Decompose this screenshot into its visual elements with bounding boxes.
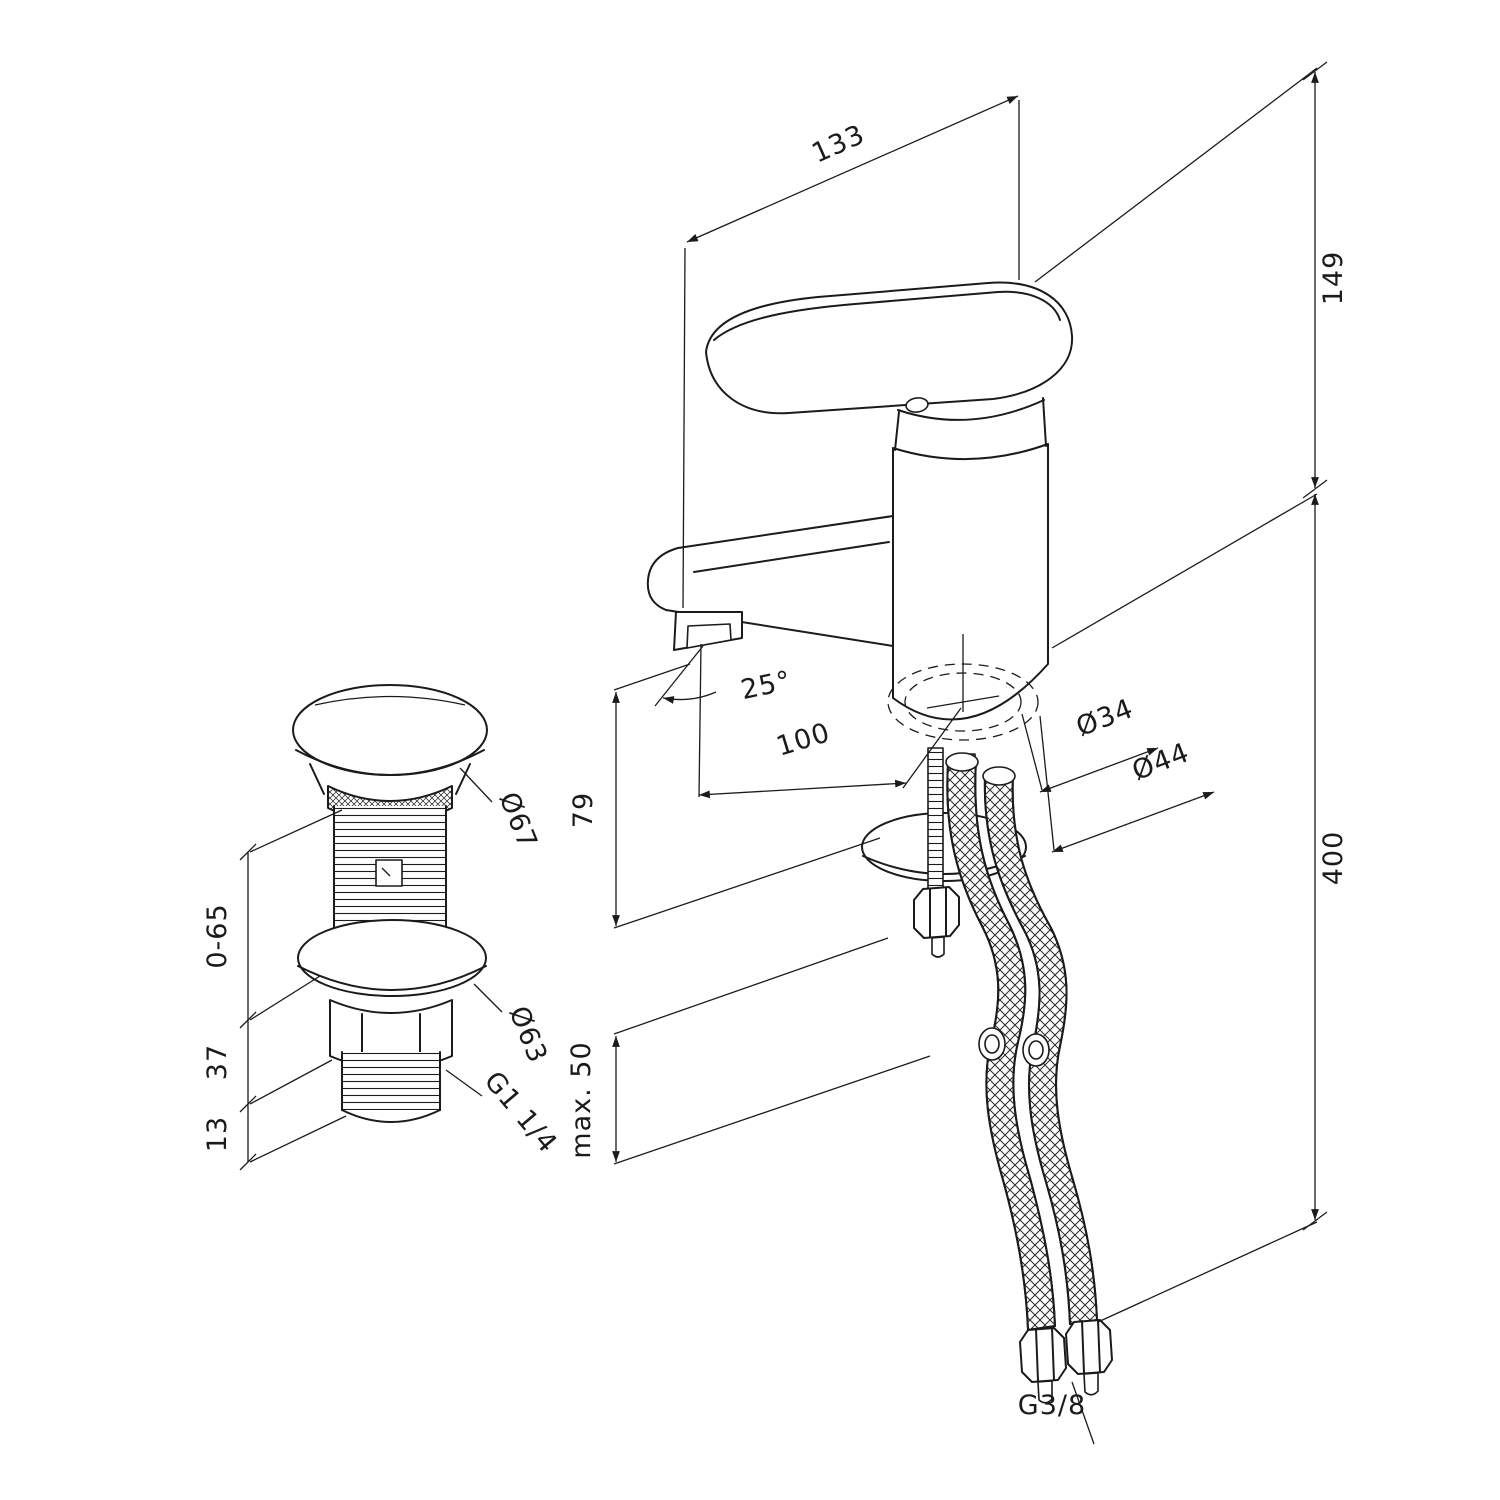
faucet-spout-contour: [693, 541, 890, 573]
dimension-g114: G1 1/4: [445, 1066, 564, 1160]
dimension-d63: Ø63: [473, 983, 554, 1068]
drain-threaded-tail: [341, 1051, 441, 1123]
drain-cap-highlight: [314, 695, 466, 706]
hose-connector-front: [945, 752, 979, 772]
dim-label-13: 13: [202, 1116, 233, 1152]
dimension-drain-stack: 0-65 37 13: [202, 809, 347, 1171]
drain-cap-skirt-right: [455, 763, 471, 795]
faucet-figure: [646, 281, 1113, 1404]
dim-label-g114: G1 1/4: [478, 1066, 564, 1160]
hose-bend-end-rear-inner: [1028, 1040, 1044, 1060]
dimension-d67: Ø67: [459, 767, 544, 854]
dim-label-37: 37: [202, 1044, 233, 1080]
hose-fitting-front: [1019, 1327, 1067, 1404]
dim-label-d63: Ø63: [503, 1002, 554, 1068]
drain-flange-edge: [297, 965, 487, 991]
dim-label-angle: 25°: [738, 665, 794, 706]
faucet-handle-dot: [905, 397, 929, 413]
dim-label-149: 149: [1318, 251, 1349, 306]
dimension-max50: max. 50: [566, 937, 931, 1165]
dim-label-0-65: 0-65: [202, 903, 233, 968]
dim-label-400: 400: [1318, 831, 1349, 886]
drain-cap-rim: [295, 749, 485, 776]
faucet-body: [892, 443, 1049, 721]
dim-label-100: 100: [773, 717, 834, 763]
dim-label-79: 79: [568, 792, 599, 828]
center-mark-horizontal: [926, 695, 1000, 709]
hose-connector-rear: [982, 766, 1016, 786]
mounting-nut: [913, 886, 960, 958]
hose-bend-end-front-inner: [984, 1034, 1000, 1054]
drain-body-window-mark: [381, 867, 391, 877]
faucet-handle: [705, 281, 1074, 415]
dimension-d44: Ø44: [1039, 715, 1215, 853]
hose-fitting-rear: [1065, 1319, 1113, 1396]
dim-label-133: 133: [807, 119, 869, 170]
drain-flange: [297, 919, 487, 997]
dim-label-d44: Ø44: [1128, 737, 1194, 787]
dim-label-d67: Ø67: [493, 788, 544, 854]
faucet-handle-contour: [713, 290, 1061, 341]
dim-label-d34: Ø34: [1072, 693, 1138, 743]
dim-label-g38: G3/8: [1018, 1390, 1086, 1421]
dimension-g38: G3/8: [1018, 1381, 1095, 1445]
drain-body-window: [375, 859, 403, 887]
drain-valve-figure: [292, 684, 488, 1123]
dimension-400: 400: [1097, 494, 1349, 1323]
mounting-stud-front: [927, 747, 944, 891]
dimension-149: 149: [1034, 61, 1349, 649]
dim-label-max50: max. 50: [566, 1041, 597, 1158]
dimension-angle-25: 25°: [654, 645, 794, 707]
faucet-aerator-outlet: [686, 623, 732, 649]
drain-cap-skirt-left: [309, 763, 325, 795]
faucet-neck-line: [897, 399, 1045, 421]
faucet-neck-left: [894, 411, 900, 451]
dimension-79: 79: [568, 663, 881, 929]
faucet-neck-right: [1042, 397, 1047, 447]
